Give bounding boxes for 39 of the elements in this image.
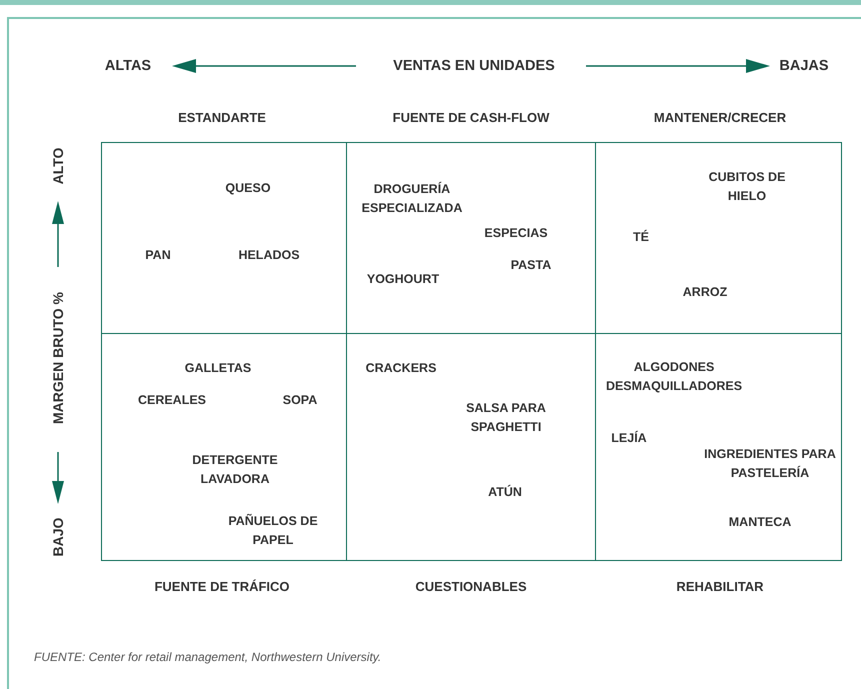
quadrant-title: CUESTIONABLES: [415, 578, 527, 596]
quadrant-cell: [595, 142, 842, 334]
quadrant-cell: [101, 142, 347, 334]
quadrant-title: FUENTE DE CASH-FLOW: [392, 109, 550, 127]
product-label: ESPECIAS: [483, 225, 549, 242]
product-label: ARROZ: [682, 284, 728, 301]
quadrant-cell: [101, 333, 347, 561]
product-label: PAÑUELOS DE PAPEL: [228, 512, 318, 549]
product-label: QUESO: [224, 180, 272, 197]
product-label: LEJÍA: [610, 430, 648, 447]
product-label: CUBITOS DE HIELO: [708, 169, 786, 205]
product-label: GALLETAS: [184, 360, 252, 377]
product-label: PAN: [144, 247, 172, 264]
axis-label: BAJAS: [779, 57, 829, 75]
axis-label: BAJO: [49, 518, 67, 556]
product-label: INGREDIENTES PARA PASTELERÍA: [703, 446, 837, 482]
product-label: ATÚN: [487, 484, 523, 501]
quadrant-title: REHABILITAR: [676, 578, 764, 596]
product-label: SOPA: [282, 392, 318, 409]
axis-label: ALTAS: [104, 57, 152, 75]
product-label: PASTA: [510, 257, 552, 274]
product-label: CRACKERS: [364, 360, 438, 377]
axis-label: ALTO: [49, 148, 67, 184]
quadrant-cell: [595, 333, 842, 561]
quadrant-title: MANTENER/CRECER: [654, 109, 786, 127]
product-label: DETERGENTE LAVADORA: [191, 452, 279, 488]
product-label: MANTECA: [728, 514, 792, 531]
product-label: CEREALES: [136, 392, 208, 409]
caption: FUENTE: Center for retail management, Northwestern University.: [34, 649, 382, 666]
axis-label: MARGEN BRUTO %: [49, 292, 67, 424]
quadrant-title: ESTANDARTE: [178, 109, 266, 127]
product-label: HELADOS: [237, 247, 301, 264]
product-label: DROGUERÍA ESPECIALIZADA: [360, 180, 464, 217]
product-label: TÉ: [632, 228, 650, 246]
product-label: ALGODONES DESMAQUILLADORES: [604, 359, 744, 395]
axis-label: VENTAS EN UNIDADES: [393, 57, 555, 75]
product-label: SALSA PARA SPAGHETTI: [465, 400, 547, 436]
quadrant-title: FUENTE DE TRÁFICO: [154, 578, 290, 596]
product-label: YOGHOURT: [366, 271, 440, 288]
